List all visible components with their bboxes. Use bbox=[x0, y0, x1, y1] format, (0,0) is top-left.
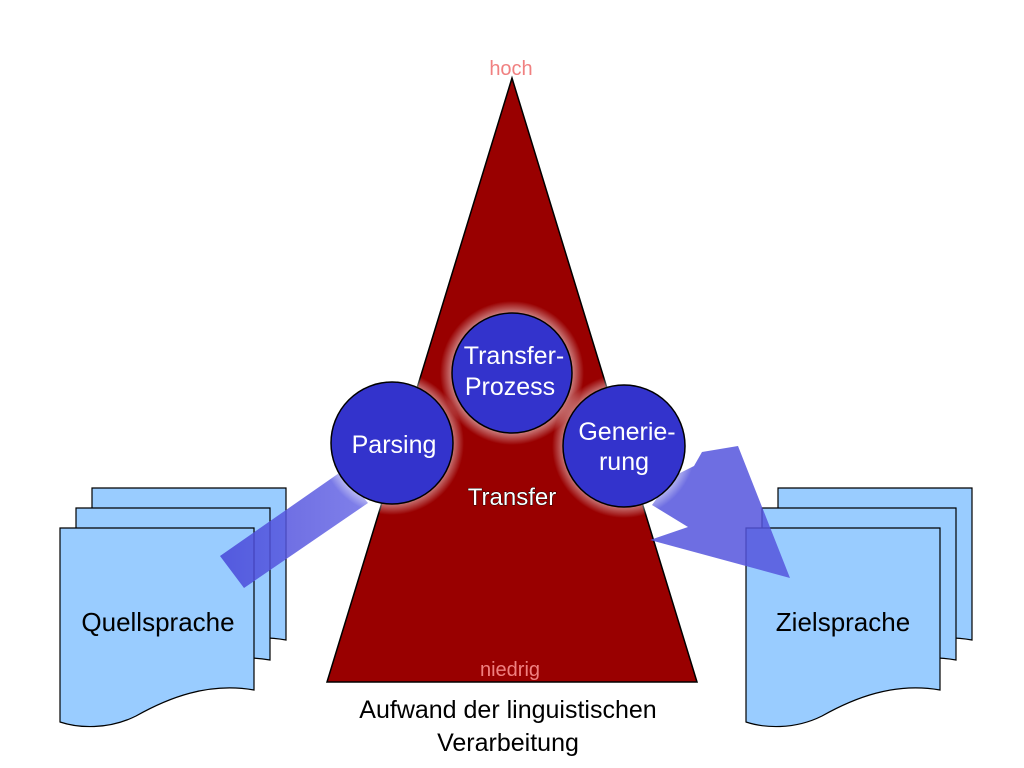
generation-label-line2: rung bbox=[599, 448, 649, 476]
generation-circle bbox=[562, 384, 686, 508]
source-document-front bbox=[59, 527, 255, 728]
generation-label-line1: Generie- bbox=[578, 418, 675, 446]
pyramid-bottom-label: niedrig bbox=[480, 659, 540, 681]
pyramid-center-label: Transfer bbox=[468, 484, 556, 511]
caption-line2: Verarbeitung bbox=[437, 729, 579, 757]
parsing-label: Parsing bbox=[352, 431, 437, 459]
transfer-process-label-line2: Prozess bbox=[465, 373, 555, 401]
source-document-stack bbox=[59, 487, 287, 728]
target-document-label: Zielsprache bbox=[776, 607, 910, 637]
input-arrow bbox=[220, 471, 368, 588]
caption-line1: Aufwand der linguistischen bbox=[359, 696, 656, 724]
target-document-front bbox=[745, 527, 941, 728]
pyramid-top-label: hoch bbox=[489, 58, 532, 80]
transfer-process-label-line1: Transfer- bbox=[464, 342, 564, 370]
source-document-label: Quellsprache bbox=[81, 607, 234, 637]
target-document-stack bbox=[745, 487, 973, 728]
parsing-circle bbox=[330, 381, 454, 505]
transfer-process-circle bbox=[451, 312, 573, 434]
